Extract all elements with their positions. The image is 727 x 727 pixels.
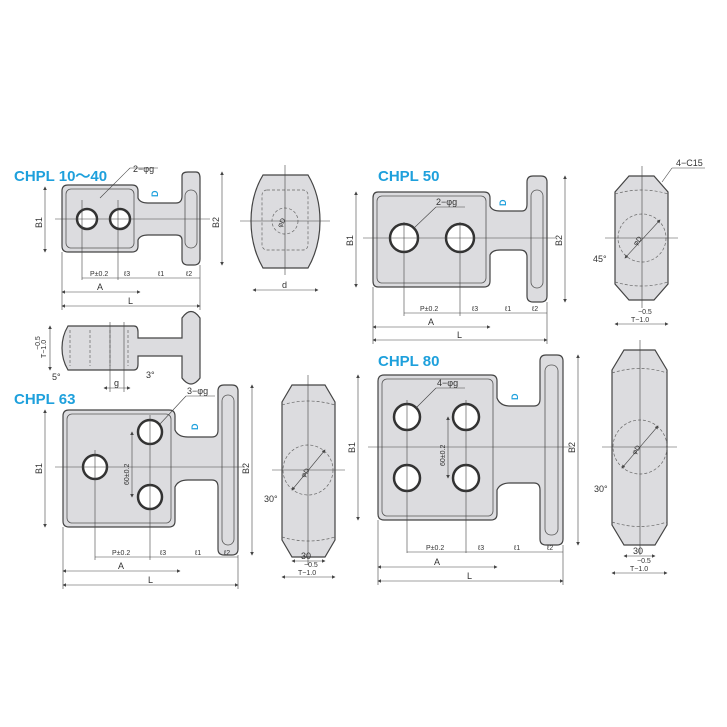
label-B2: B2	[554, 235, 564, 246]
label-B1: B1	[34, 463, 44, 474]
label-l2: ℓ2	[546, 545, 553, 552]
label-A: A	[97, 282, 103, 292]
label-A: A	[118, 561, 124, 571]
label-hole-2g: 2−φg	[436, 197, 457, 207]
label-A: A	[428, 317, 434, 327]
label-T: T−1.0	[630, 566, 648, 573]
label-P: P±0.2	[112, 550, 130, 557]
label-chamfer: 4−C15	[676, 158, 703, 168]
label-D: D	[498, 199, 508, 206]
label-B1: B1	[347, 442, 357, 453]
front-view-80	[377, 354, 564, 546]
title-chpl-50: CHPL 50	[378, 168, 439, 185]
chpl-50-group: CHPL 50 2−φg D B1 B2 P±0.2 ℓ3 ℓ1 ℓ2 A L …	[345, 158, 705, 344]
label-l2: ℓ2	[223, 550, 230, 557]
label-30deg: 30°	[594, 484, 608, 494]
label-d: d	[282, 280, 287, 290]
label-P: P±0.2	[90, 271, 108, 278]
label-L: L	[148, 575, 153, 585]
side-view-10-40	[250, 174, 321, 269]
title-chpl-63: CHPL 63	[14, 391, 75, 408]
label-D: D	[510, 393, 520, 400]
label-pitch-60: 60±0.2	[440, 445, 447, 466]
label-l1: ℓ1	[194, 550, 201, 557]
chpl-80-group: CHPL 80 4−φg D 60±0.2 B1 B2 P±0.2 ℓ3 ℓ1 …	[347, 340, 677, 585]
chpl-10-40-group: CHPL 10～40 2−φg D B1 B2 P±0.2 ℓ3 ℓ1 ℓ2 A…	[14, 164, 330, 392]
label-hole-4g: 4−φg	[437, 378, 458, 388]
label-T-tol: −0.5	[638, 309, 652, 316]
label-l2: ℓ2	[531, 306, 538, 313]
label-B1: B1	[34, 217, 44, 228]
label-T: T−1.0	[41, 340, 48, 358]
label-P: P±0.2	[420, 306, 438, 313]
label-l3: ℓ3	[477, 545, 484, 552]
label-B2: B2	[211, 217, 221, 228]
front-view-63	[62, 384, 239, 556]
label-T-tol: −0.5	[304, 562, 318, 569]
label-3deg: 3°	[146, 370, 155, 380]
label-L: L	[128, 296, 133, 306]
label-30deg: 30°	[264, 494, 278, 504]
label-30: 30	[633, 546, 643, 556]
label-5deg: 5°	[52, 372, 61, 382]
label-phiD: φD	[277, 217, 288, 229]
label-30: 30	[301, 551, 311, 561]
label-l1: ℓ1	[157, 271, 164, 278]
label-D: D	[150, 190, 160, 197]
label-D: D	[190, 423, 200, 430]
label-l3: ℓ3	[471, 306, 478, 313]
label-L: L	[467, 571, 472, 581]
label-phiD: φD	[300, 467, 311, 479]
label-pitch-60: 60±0.2	[124, 464, 131, 485]
label-l2: ℓ2	[185, 271, 192, 278]
label-T-tol: −0.5	[35, 336, 42, 350]
label-hole-3g: 3−φg	[187, 386, 208, 396]
label-l1: ℓ1	[513, 545, 520, 552]
title-chpl-80: CHPL 80	[378, 353, 439, 370]
label-T: T−1.0	[631, 317, 649, 324]
label-hole-2g: 2−φg	[133, 164, 154, 174]
label-B2: B2	[567, 442, 577, 453]
label-45deg: 45°	[593, 254, 607, 264]
title-chpl-10-40: CHPL 10～40	[14, 168, 107, 185]
label-phiD: φD	[631, 444, 642, 456]
chpl-63-group: CHPL 63 3−φg D 60±0.2 B1 B2 P±0.2 ℓ3 ℓ1 …	[14, 375, 345, 589]
label-T: T−1.0	[298, 570, 316, 577]
label-T-tol: −0.5	[637, 558, 651, 565]
label-l3: ℓ3	[123, 271, 130, 278]
bottom-view-10-40	[61, 310, 201, 385]
label-A: A	[434, 557, 440, 567]
label-L: L	[457, 330, 462, 340]
label-l3: ℓ3	[159, 550, 166, 557]
label-B1: B1	[345, 235, 355, 246]
label-g: g	[114, 378, 119, 388]
label-B2: B2	[241, 463, 251, 474]
label-phiD: φD	[632, 236, 644, 248]
label-l1: ℓ1	[504, 306, 511, 313]
label-P: P±0.2	[426, 545, 444, 552]
